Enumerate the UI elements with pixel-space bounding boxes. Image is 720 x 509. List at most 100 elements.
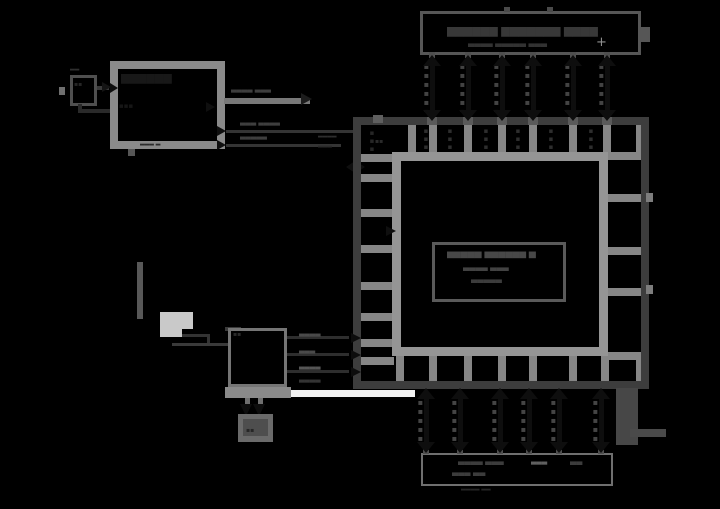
ic-body-arrow-icon	[386, 226, 396, 236]
module-a-left-tick	[59, 87, 65, 95]
top-link-wire[interactable]	[430, 58, 435, 116]
ic-pin-bottom	[601, 352, 609, 385]
bottom-connector-text-1c: ▃▃	[570, 457, 583, 465]
ic-pin-label: ▪▪▪	[514, 127, 521, 151]
ic-left-gap-label: ▪▪	[375, 139, 384, 145]
bottom-connector-text-2: ▃▃▃ ▃▃	[452, 468, 486, 476]
ic-body-ring[interactable]	[392, 152, 608, 356]
top-link-arrow-down-icon	[423, 110, 441, 121]
ic-pin-left	[359, 282, 394, 290]
ic-top-border-pad	[528, 117, 538, 125]
module-a-inner-text: ▪▪	[74, 82, 83, 88]
driver-wire-2[interactable]	[287, 353, 349, 356]
ic-pin-label: ▪▪▪	[422, 127, 429, 151]
ic-pin-right	[606, 152, 645, 160]
ic-pin-left	[359, 174, 394, 182]
crystal-stub-1	[245, 398, 250, 405]
module-b-title: ▆▆▆▆▆▆	[121, 72, 172, 84]
driver-inner-text: ▪▪	[233, 332, 242, 338]
top-link-wire[interactable]	[500, 58, 505, 116]
pointer-shape-lower	[160, 329, 182, 337]
bottom-link-wire[interactable]	[458, 394, 463, 450]
module-b-box[interactable]	[110, 61, 225, 149]
bottom-link-arrow-down-icon	[417, 442, 435, 453]
bottom-link-label: ▪▪▪▪▪▪	[591, 398, 599, 446]
faint-wire-1[interactable]	[163, 334, 210, 337]
module-b-mid-text: ▪▪▪	[119, 103, 134, 110]
ic-pin-label: ▪▪▪	[446, 127, 453, 151]
ic-pin-bottom	[569, 352, 577, 385]
crystal-arrow-2-icon	[253, 404, 265, 416]
top-link-label: ▪▪▪▪▪▪	[458, 62, 466, 112]
faint-wire-3[interactable]	[172, 343, 230, 346]
faint-wire-2[interactable]	[207, 334, 210, 346]
bottom-link-label: ▪▪▪▪▪▪	[519, 398, 527, 446]
ic-pin-top	[498, 124, 506, 155]
part-label-line2: ▃▃▃▃ ▃▃▃	[463, 263, 509, 271]
bottom-link-arrow-down-icon	[491, 442, 509, 453]
bottom-exit-wire[interactable]	[630, 429, 666, 437]
ic-pin-left	[359, 339, 394, 347]
net-wire-3[interactable]	[226, 144, 341, 147]
ic-right-nub-2	[646, 285, 653, 294]
ic-top-border-pad	[568, 117, 578, 125]
top-link-arrow-up-icon	[493, 55, 511, 66]
top-link-wire[interactable]	[571, 58, 576, 116]
part-label-box[interactable]	[432, 242, 566, 302]
net-wire-1[interactable]	[224, 98, 310, 104]
part-label-line1: ▅▅▅▅▅ ▅▅▅▅▅▅ ▅	[447, 250, 536, 259]
top-link-wire[interactable]	[531, 58, 536, 116]
ic-pin-label: ▪▪▪	[547, 127, 554, 151]
bottom-link-arrow-up-icon	[451, 388, 469, 399]
bottom-link-arrow-up-icon	[592, 388, 610, 399]
top-link-label: ▪▪▪▪▪▪	[523, 62, 531, 112]
top-link-wire[interactable]	[605, 58, 610, 116]
ic-pin-top	[603, 124, 611, 155]
top-link-arrow-down-icon	[524, 110, 542, 121]
net-wire-2[interactable]	[226, 130, 357, 133]
top-connector-title: ▆▆▆▆▆▆ ▆▆▆▆▆▆▆ ▆▆▆▆	[447, 25, 598, 37]
wire-a-down-h[interactable]	[78, 109, 111, 113]
net-label-1: ▃▃▃▃ ▃▃▃	[231, 86, 271, 93]
ic-left-gap-vlabel: ▪▪▪	[368, 129, 375, 151]
top-connector-nub	[641, 27, 650, 42]
module-b-out-arrow-2-icon	[217, 126, 226, 136]
top-link-label: ▪▪▪▪▪▪	[597, 62, 605, 112]
bottom-connector-box[interactable]	[421, 453, 613, 486]
net-c-arrow-left-icon	[346, 161, 355, 173]
highlight-bar[interactable]	[291, 390, 415, 397]
bottom-link-arrow-up-icon	[491, 388, 509, 399]
driver-box[interactable]	[228, 328, 287, 387]
bottom-link-wire[interactable]	[557, 394, 562, 450]
top-connector-subtitle: ▃▃▃▃ ▃▃▃▃▃ ▃▃▃	[468, 39, 547, 47]
bottom-link-wire[interactable]	[424, 394, 429, 450]
bottom-link-arrow-down-icon	[592, 442, 610, 453]
bottom-link-wire[interactable]	[599, 394, 604, 450]
module-b-out-arrow-3-icon	[217, 140, 226, 150]
bottom-link-arrow-up-icon	[550, 388, 568, 399]
wire-a-down-v[interactable]	[78, 104, 82, 113]
crystal-text: ▪▪	[246, 428, 255, 434]
top-link-label: ▪▪▪▪▪▪	[422, 62, 430, 112]
bottom-link-wire[interactable]	[527, 394, 532, 450]
net-c-label-1: ▂▂▂▂	[318, 132, 337, 138]
top-tick-2	[547, 7, 553, 12]
bottom-link-wire[interactable]	[498, 394, 503, 450]
top-link-wire[interactable]	[466, 58, 471, 116]
top-link-arrow-up-icon	[564, 55, 582, 66]
crystal-arrow-1-icon	[240, 404, 252, 416]
bottom-link-label: ▪▪▪▪▪▪	[416, 398, 424, 446]
bottom-link-label: ▪▪▪▪▪▪	[490, 398, 498, 446]
top-link-arrow-up-icon	[423, 55, 441, 66]
driver-arrow-2-icon	[351, 350, 361, 360]
ic-pin-left	[359, 245, 394, 253]
module-a-box[interactable]	[70, 75, 97, 106]
top-link-arrow-up-icon	[459, 55, 477, 66]
driver-wire-1[interactable]	[287, 336, 349, 339]
ic-pin-left	[359, 313, 394, 321]
driver-wire-3[interactable]	[287, 370, 349, 373]
net-c-label-2: ▂▂▂	[318, 142, 332, 148]
top-link-arrow-down-icon	[564, 110, 582, 121]
top-tick-1	[504, 7, 510, 12]
